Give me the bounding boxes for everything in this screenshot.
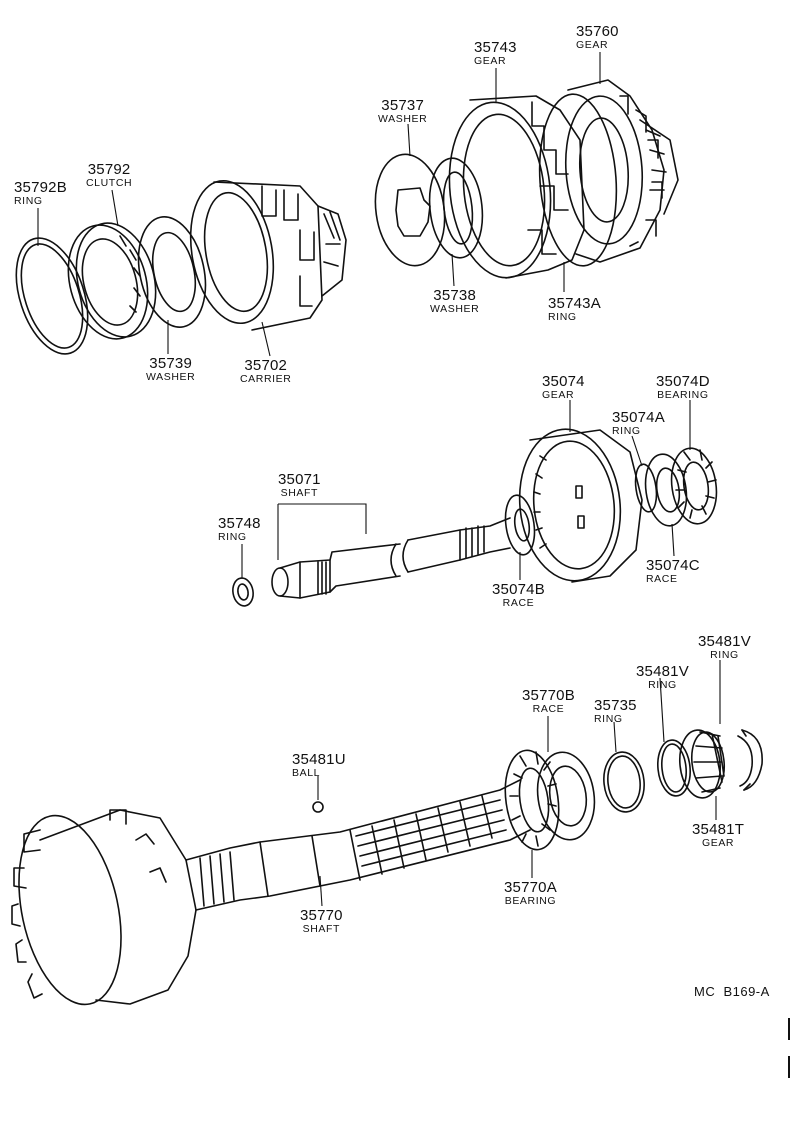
- label-35074D: 35074D BEARING: [656, 373, 710, 401]
- label-35481V-lower: 35481V RING: [636, 663, 689, 691]
- label-35743: 35743 GEAR: [474, 39, 517, 67]
- label-35770A: 35770A BEARING: [504, 879, 557, 907]
- ring-35735-part: [603, 751, 645, 813]
- label-35792B: 35792B RING: [14, 179, 67, 207]
- label-35770B: 35770B RACE: [522, 687, 575, 715]
- label-35792: 35792 CLUTCH: [86, 161, 133, 189]
- label-35481V-upper: 35481V RING: [698, 633, 751, 661]
- clutch-35792-part: [67, 222, 157, 340]
- carrier-35702-part: [189, 179, 347, 331]
- label-35748: 35748 RING: [218, 515, 261, 543]
- bearing-35074D-part: [670, 447, 718, 525]
- label-35737: 35737 WASHER: [378, 97, 428, 125]
- shaft-35770-part: [11, 779, 531, 1006]
- label-35074C: 35074C RACE: [646, 557, 700, 585]
- ball-35481U-part: [312, 801, 324, 813]
- gear-35074-part: [518, 428, 643, 583]
- label-35074A: 35074A RING: [612, 409, 665, 437]
- gear-35481T-part: [678, 729, 726, 799]
- label-35770: 35770 SHAFT: [300, 907, 343, 935]
- race-35074C-part: [644, 453, 688, 527]
- ring-35743A-part: [538, 93, 618, 267]
- label-35071: 35071 SHAFT: [278, 471, 321, 499]
- label-35074B: 35074B RACE: [492, 581, 545, 609]
- ring-35481V-left-part: [657, 739, 691, 797]
- label-35738: 35738 WASHER: [430, 287, 480, 315]
- label-35481T: 35481T GEAR: [692, 821, 745, 849]
- ring-35748-part: [232, 577, 254, 607]
- label-35481U: 35481U BALL: [292, 751, 346, 779]
- washer-35739-part: [137, 216, 207, 328]
- race-35770B-part: [536, 751, 596, 841]
- label-35702: 35702 CARRIER: [240, 357, 292, 385]
- label-35735: 35735 RING: [594, 697, 637, 725]
- shaft-35071-part: [271, 517, 511, 599]
- label-35074: 35074 GEAR: [542, 373, 585, 401]
- label-35760: 35760 GEAR: [576, 23, 619, 51]
- diagram-code: MC B169-A: [694, 984, 770, 999]
- ring-35792B-part: [15, 237, 89, 355]
- label-35743A: 35743A RING: [548, 295, 601, 323]
- ring-35481V-right-part: [737, 729, 763, 791]
- washer-35738-part: [428, 157, 484, 259]
- bearing-35770A-part: [504, 749, 560, 851]
- label-35739: 35739 WASHER: [146, 355, 196, 383]
- gear-35760-part: [564, 79, 679, 263]
- washer-35737-part: [374, 153, 446, 267]
